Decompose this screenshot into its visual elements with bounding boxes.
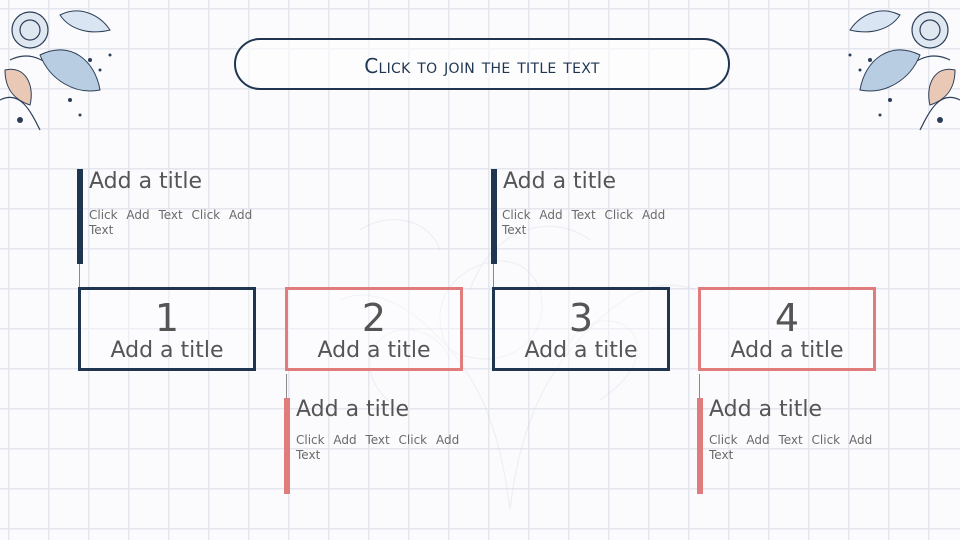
- number-box-3[interactable]: 3 Add a title: [492, 287, 670, 371]
- number-box-1[interactable]: 1 Add a title: [78, 287, 256, 371]
- number-box-2[interactable]: 2 Add a title: [285, 287, 463, 371]
- top-block-1-connector: [79, 264, 80, 288]
- bottom-block-2-connector: [699, 374, 700, 398]
- bottom-block-1-accent-bar: [284, 398, 290, 494]
- top-block-2-accent-bar: [491, 169, 497, 264]
- number-box-3-number: 3: [568, 296, 594, 340]
- top-block-2-title[interactable]: Add a title: [503, 169, 617, 194]
- top-block-1-accent-bar: [77, 169, 83, 264]
- number-box-2-title: Add a title: [317, 338, 431, 363]
- slide-title: Click to join the title text: [364, 54, 600, 78]
- bottom-block-2-text[interactable]: Click Add Text Click Add Text: [709, 433, 873, 462]
- number-box-1-title: Add a title: [110, 338, 224, 363]
- bottom-block-1-title[interactable]: Add a title: [296, 397, 410, 422]
- number-box-4-number: 4: [774, 296, 800, 340]
- number-box-4-title: Add a title: [730, 338, 844, 363]
- number-box-3-title: Add a title: [524, 338, 638, 363]
- top-block-1-text[interactable]: Click Add Text Click Add Text: [89, 208, 253, 237]
- bottom-block-2-title[interactable]: Add a title: [709, 397, 823, 422]
- number-box-1-number: 1: [154, 296, 180, 340]
- bottom-block-1-text[interactable]: Click Add Text Click Add Text: [296, 433, 460, 462]
- top-block-2-text[interactable]: Click Add Text Click Add Text: [502, 208, 666, 237]
- top-block-1-title[interactable]: Add a title: [89, 169, 203, 194]
- number-box-4[interactable]: 4 Add a title: [698, 287, 876, 371]
- bottom-block-2-accent-bar: [697, 398, 703, 494]
- background-floral-illustration: [339, 219, 696, 511]
- slide-title-box[interactable]: Click to join the title text: [234, 38, 730, 90]
- top-block-2-connector: [493, 264, 494, 288]
- corner-floral-left-decoration: [0, 10, 112, 131]
- corner-floral-right-decoration: [848, 10, 960, 131]
- number-box-2-number: 2: [361, 296, 387, 340]
- bottom-block-1-connector: [286, 374, 287, 398]
